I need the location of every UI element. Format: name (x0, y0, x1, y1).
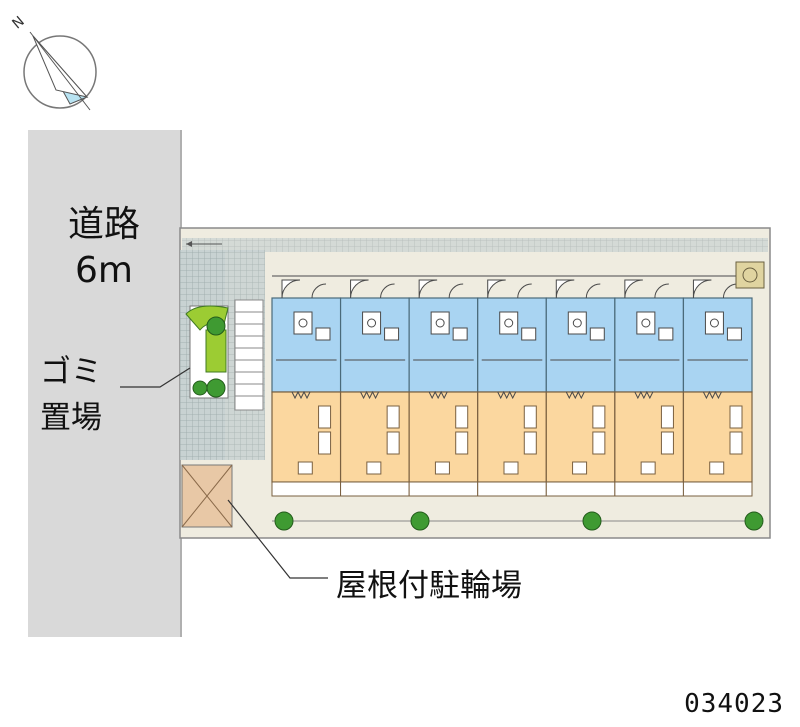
unit-bath (499, 311, 519, 335)
road-label-line1: 道路 (67, 204, 140, 245)
compass-icon: N (9, 13, 97, 111)
garbage-label-line1: ゴミ (40, 354, 102, 390)
road-label-line2: 6m (75, 250, 133, 291)
unit-furniture (455, 405, 469, 429)
walkway-stairs (234, 299, 264, 411)
unit-furniture (523, 405, 537, 429)
unit-balcony (408, 481, 479, 497)
unit-bath (636, 311, 656, 335)
unit-balcony (271, 481, 342, 497)
unit-door (350, 279, 369, 299)
unit-door (281, 279, 301, 299)
unit-door (487, 279, 506, 299)
unit-balcony (682, 481, 753, 497)
garbage-leader-line (120, 367, 191, 388)
unit-furniture (318, 405, 332, 429)
unit-door (624, 279, 643, 299)
unit-bath (430, 311, 450, 335)
compass-letter: N (9, 13, 27, 32)
unit-bath (567, 311, 587, 335)
apartment-building (271, 275, 753, 497)
bike-parking-label: 屋根付駐輪場 (336, 568, 522, 604)
unit-balcony (477, 481, 547, 497)
equipment-icon (735, 261, 765, 289)
unit-bath (362, 311, 382, 335)
unit-bath (293, 311, 313, 335)
unit-balcony (614, 481, 684, 497)
unit-bath (704, 311, 724, 335)
unit-balcony (545, 481, 616, 497)
garbage-area (185, 305, 229, 399)
bike-parking-area (181, 464, 233, 528)
unit-furniture (729, 405, 743, 429)
bike-parking-leader-line (227, 499, 328, 579)
unit-balcony (340, 481, 410, 497)
shrubs (274, 511, 764, 531)
garbage-label-line2: 置場 (40, 400, 102, 436)
unit-furniture (386, 405, 400, 429)
unit-furniture (660, 405, 674, 429)
property-id: 034023 (684, 689, 784, 719)
unit-furniture (592, 405, 606, 429)
